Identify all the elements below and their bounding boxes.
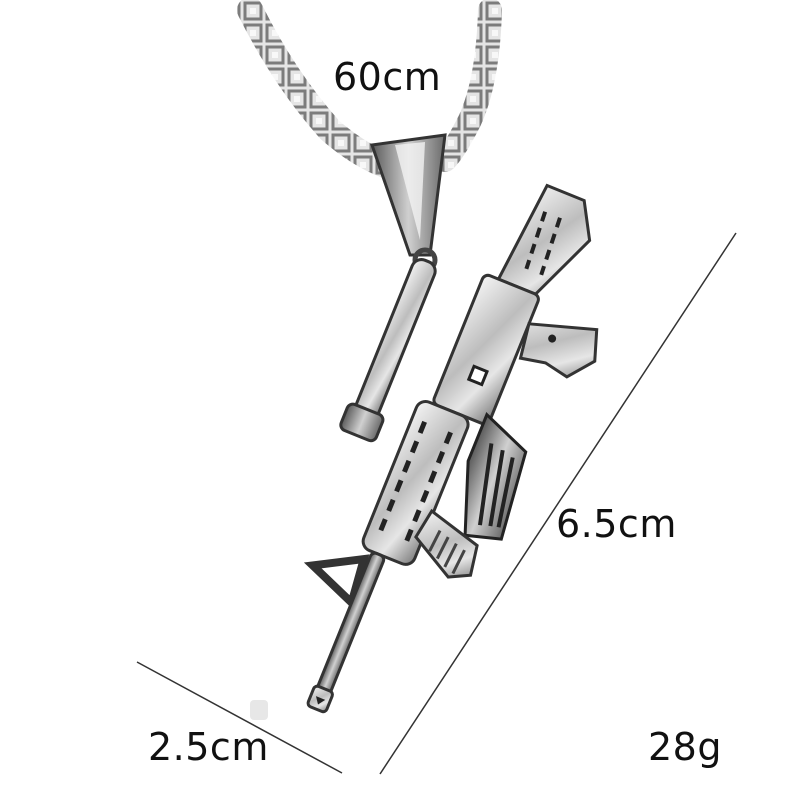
rifle-pendant: [303, 183, 599, 714]
pendant-bail: [369, 133, 447, 273]
pendant-height-label: 6.5cm: [556, 502, 677, 546]
height-dimension-line: [379, 232, 737, 775]
width-dimension-line: [136, 661, 343, 774]
weight-label: 28g: [648, 725, 722, 769]
muzzle-reflection: [250, 700, 268, 720]
pendant-width-label: 2.5cm: [148, 725, 269, 769]
chain-length-label: 60cm: [333, 55, 442, 99]
